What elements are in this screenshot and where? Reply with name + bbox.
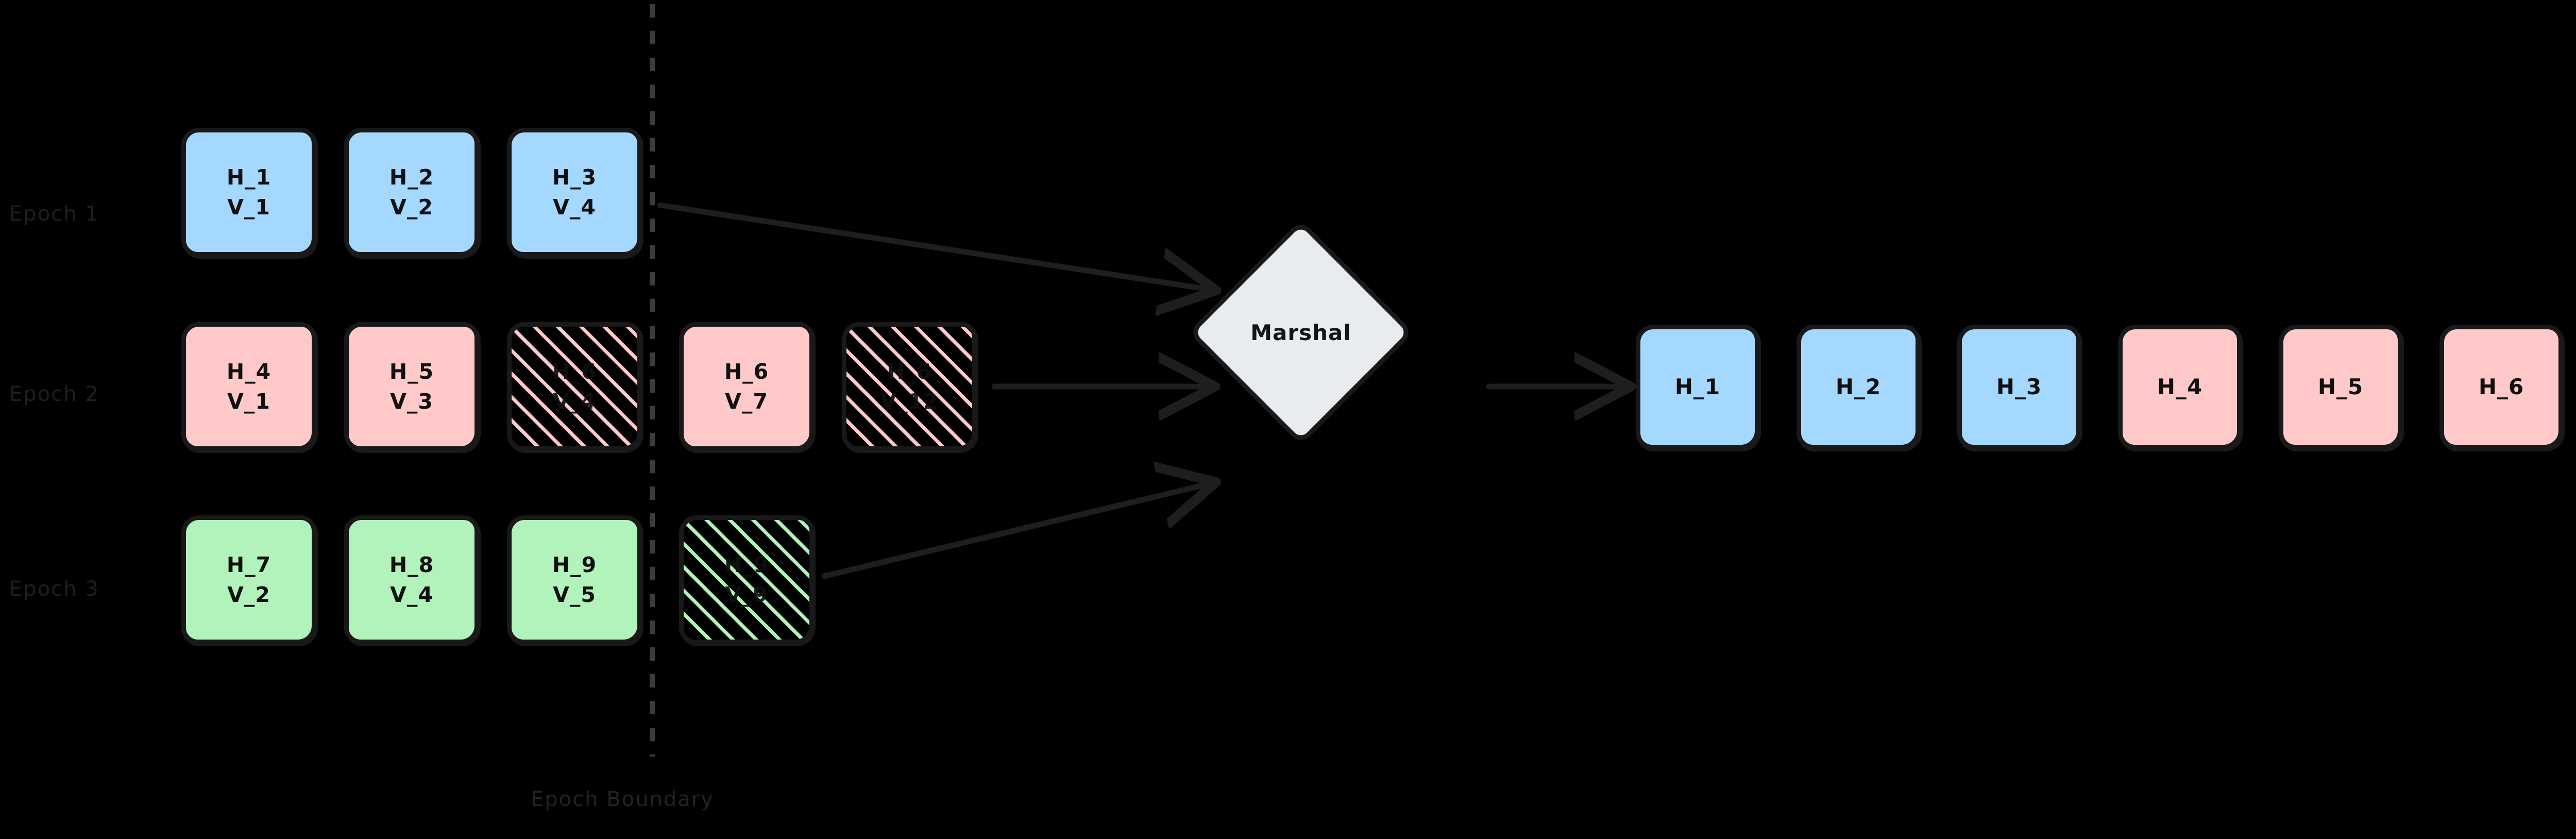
epoch-row-label-1: Epoch 1 — [9, 202, 99, 226]
arrow-epoch1-to-marshal — [657, 202, 1211, 290]
node-hash-label: H_5 — [2317, 374, 2364, 400]
node-hash-label: H_4 — [226, 359, 272, 384]
epoch-node-e2-n2[interactable]: H_5 V_3 — [344, 322, 479, 451]
node-hash-label: H_2 — [1835, 374, 1882, 400]
output-node-4[interactable]: H_4 — [2118, 325, 2242, 449]
epoch-row-label-3: Epoch 3 — [9, 577, 99, 601]
epoch-node-e2-n3-pending[interactable]: H_6 V_4 — [507, 322, 642, 451]
node-hash-label: H_9 — [724, 552, 769, 577]
node-hash-label: H_1 — [226, 164, 272, 190]
node-version-label: V_4 — [390, 582, 433, 607]
node-version-label: V_2 — [390, 195, 433, 220]
node-hash-label: H_7 — [226, 552, 272, 577]
output-node-3[interactable]: H_3 — [1957, 325, 2081, 449]
node-hash-label: H_6 — [552, 359, 597, 384]
node-hash-label: H_6 — [887, 359, 932, 384]
node-version-label: V_2 — [227, 582, 270, 607]
marshal-diamond-shape — [1188, 219, 1414, 446]
epoch-node-e1-n3[interactable]: H_3 V_4 — [507, 128, 642, 257]
node-version-label: V_4 — [553, 195, 596, 220]
output-node-2[interactable]: H_2 — [1797, 325, 1920, 449]
node-hash-label: H_6 — [724, 359, 769, 384]
output-node-5[interactable]: H_5 — [2279, 325, 2402, 449]
output-node-1[interactable]: H_1 — [1636, 325, 1759, 449]
node-version-label: V_1 — [227, 195, 270, 220]
node-version-label: V_4 — [553, 389, 596, 414]
epoch-node-e3-n2[interactable]: H_8 V_4 — [344, 515, 479, 644]
epoch-node-e3-n4-pending[interactable]: H_9 V_9 — [679, 515, 814, 644]
epoch-node-e2-n1[interactable]: H_4 V_1 — [181, 322, 316, 451]
epoch-node-e3-n3[interactable]: H_9 V_5 — [507, 515, 642, 644]
epoch-node-e2-n4[interactable]: H_6 V_7 — [679, 322, 814, 451]
epoch-row-label-2: Epoch 2 — [9, 382, 99, 406]
marshal-node[interactable]: Marshal — [1188, 219, 1414, 446]
node-hash-label: H_3 — [552, 164, 597, 190]
node-hash-label: H_9 — [552, 552, 597, 577]
node-hash-label: H_1 — [1674, 374, 1721, 400]
node-version-label: V_9 — [725, 582, 768, 607]
output-node-6[interactable]: H_6 — [2439, 325, 2563, 449]
epoch-node-e1-n2[interactable]: H_2 V_2 — [344, 128, 479, 257]
node-hash-label: H_8 — [389, 552, 434, 577]
node-hash-label: H_4 — [2157, 374, 2203, 400]
node-hash-label: H_3 — [1996, 374, 2042, 400]
epoch-node-e2-n5-pending[interactable]: H_6 V_12 — [842, 322, 977, 451]
node-hash-label: H_5 — [389, 359, 434, 384]
node-hash-label: H_6 — [2478, 374, 2524, 400]
node-version-label: V_7 — [725, 389, 768, 414]
node-version-label: V_12 — [880, 389, 939, 414]
epoch-node-e1-n1[interactable]: H_1 V_1 — [181, 128, 316, 257]
epoch-boundary-label: Epoch Boundary — [531, 787, 714, 811]
arrow-epoch3-to-marshal — [821, 483, 1211, 579]
epoch-node-e3-n1[interactable]: H_7 V_2 — [181, 515, 316, 644]
node-hash-label: H_2 — [389, 164, 434, 190]
node-version-label: V_5 — [553, 582, 596, 607]
node-version-label: V_3 — [390, 389, 433, 414]
node-version-label: V_1 — [227, 389, 270, 414]
